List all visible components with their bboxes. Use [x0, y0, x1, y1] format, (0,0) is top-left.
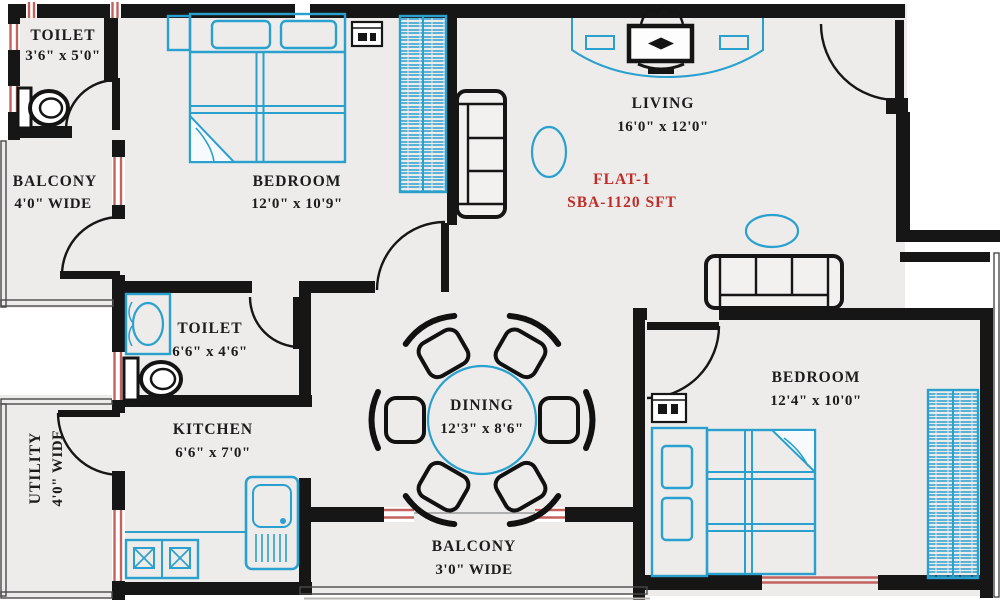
dining-chairs — [368, 312, 596, 528]
room-dims-toilet-mid: 6'6" x 4'6" — [172, 344, 248, 360]
flat-name: FLAT-1 — [593, 171, 651, 188]
chair-icon — [538, 389, 596, 451]
window — [112, 157, 125, 205]
switchboard-icon — [650, 392, 688, 424]
chair-icon — [368, 389, 426, 451]
window — [112, 510, 125, 581]
window — [762, 576, 878, 584]
plant-icon — [530, 125, 568, 179]
door-utility — [56, 410, 121, 477]
bed-icon — [166, 12, 347, 164]
room-label-bedroom-second: BEDROOM — [772, 369, 861, 386]
label-layer: TOILET 3'6" x 5'0" BEDROOM 12'0" x 10'9"… — [13, 27, 862, 578]
window — [110, 2, 121, 18]
room-dims-bedroom-master: 12'0" x 10'9" — [251, 196, 343, 212]
toilet-icon — [16, 86, 70, 130]
stove-icon — [124, 538, 200, 580]
room-label-balcony-left: BALCONY — [13, 173, 98, 190]
plant-icon — [744, 213, 800, 249]
room-label-bedroom-master: BEDROOM — [253, 173, 342, 190]
wardrobe-icon — [926, 388, 980, 580]
toilet-icon — [122, 356, 183, 402]
room-dims-kitchen: 6'6" x 7'0" — [175, 445, 251, 461]
door-toilet-top — [64, 78, 120, 131]
chair-icon — [402, 460, 471, 528]
window — [112, 352, 125, 400]
sofa-icon — [455, 89, 507, 219]
window — [384, 507, 414, 522]
room-dims-living: 16'0" x 12'0" — [617, 119, 709, 135]
door-balcony-left — [60, 215, 121, 279]
room-dims-dining: 12'3" x 8'6" — [440, 421, 524, 437]
chair-icon — [493, 460, 562, 528]
room-dims-bedroom-second: 12'4" x 10'0" — [770, 393, 862, 409]
room-dims-balcony-bottom: 3'0" WIDE — [435, 562, 512, 578]
room-label-toilet-top: TOILET — [30, 27, 95, 44]
dining-table-icon — [426, 364, 538, 476]
flat-area: SBA-1120 SFT — [567, 194, 677, 211]
room-label-balcony-bottom: BALCONY — [432, 538, 517, 555]
room-label-kitchen: KITCHEN — [173, 421, 253, 438]
wardrobe-icon — [398, 14, 448, 194]
switchboard-icon — [350, 20, 384, 48]
chair-icon — [402, 312, 471, 380]
room-dims-balcony-left: 4'0" WIDE — [14, 196, 91, 212]
tv-unit-icon — [571, 6, 764, 79]
room-dims-toilet-top: 3'6" x 5'0" — [25, 48, 101, 64]
sink-icon — [244, 475, 300, 571]
room-label-living: LIVING — [632, 95, 695, 112]
chair-icon — [493, 312, 562, 380]
bed-icon — [650, 426, 817, 578]
room-label-toilet-mid: TOILET — [177, 320, 242, 337]
furniture-layer — [16, 6, 980, 580]
thin-wall-layer — [0, 140, 1000, 600]
room-label-dining: DINING — [450, 397, 514, 414]
door-bedroom-master — [375, 220, 449, 292]
window — [26, 2, 37, 18]
room-label-utility: UTILITY — [27, 432, 44, 504]
washbasin-icon — [124, 292, 172, 356]
room-dims-utility: 4'0" WIDE — [50, 429, 66, 506]
door-layer — [56, 20, 904, 477]
sofa-icon — [704, 254, 844, 310]
window — [8, 24, 20, 50]
door-entrance — [819, 20, 904, 102]
door-toilet-mid — [248, 296, 301, 349]
